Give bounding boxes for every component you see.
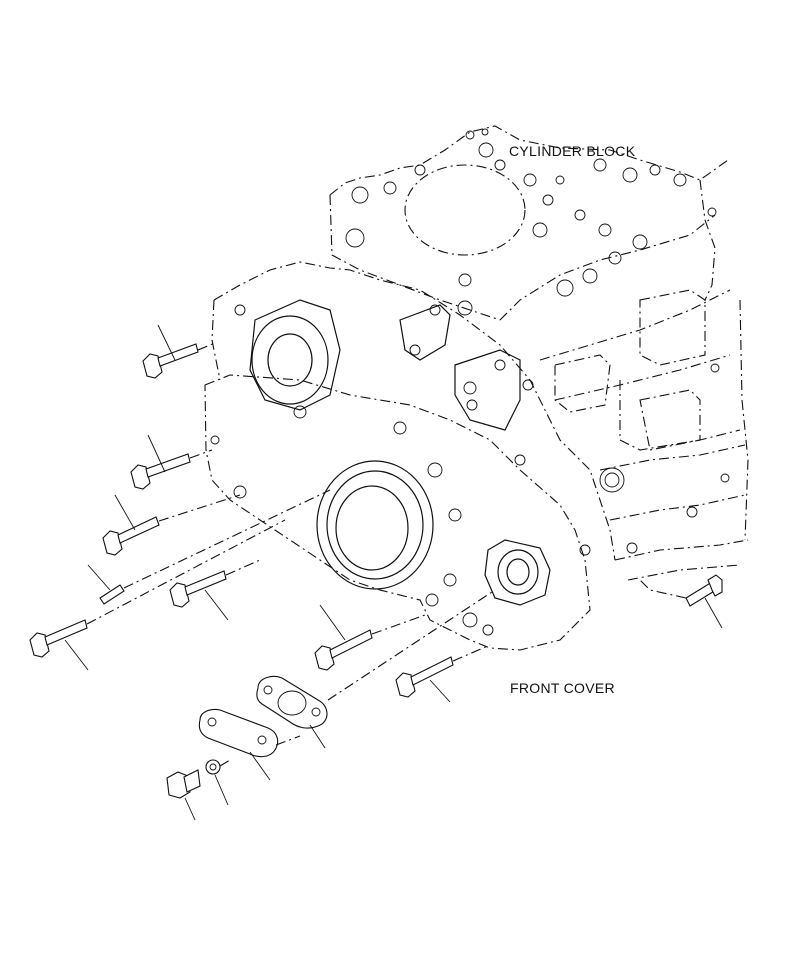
bolt-4 bbox=[169, 570, 227, 608]
bolt-1 bbox=[142, 343, 199, 379]
bolt-3 bbox=[102, 516, 160, 556]
cylinder-block-label: CYLINDER BLOCK bbox=[509, 143, 636, 159]
bolt-2 bbox=[130, 453, 191, 490]
bolt-7 bbox=[395, 656, 454, 698]
cylinder-block-outline bbox=[329, 125, 749, 581]
washer bbox=[205, 759, 221, 775]
leader-lines bbox=[64, 324, 723, 821]
short-bolt bbox=[166, 769, 201, 799]
bolt-5 bbox=[29, 619, 88, 658]
bolt-8 bbox=[685, 574, 723, 607]
cover-plate bbox=[198, 708, 279, 758]
front-cover-label: FRONT COVER bbox=[510, 680, 615, 696]
bolt-6 bbox=[314, 629, 373, 671]
assembly-lines bbox=[86, 342, 687, 767]
gasket bbox=[256, 675, 328, 729]
dowel-pin bbox=[99, 584, 125, 605]
front-cover-outline bbox=[204, 261, 638, 651]
